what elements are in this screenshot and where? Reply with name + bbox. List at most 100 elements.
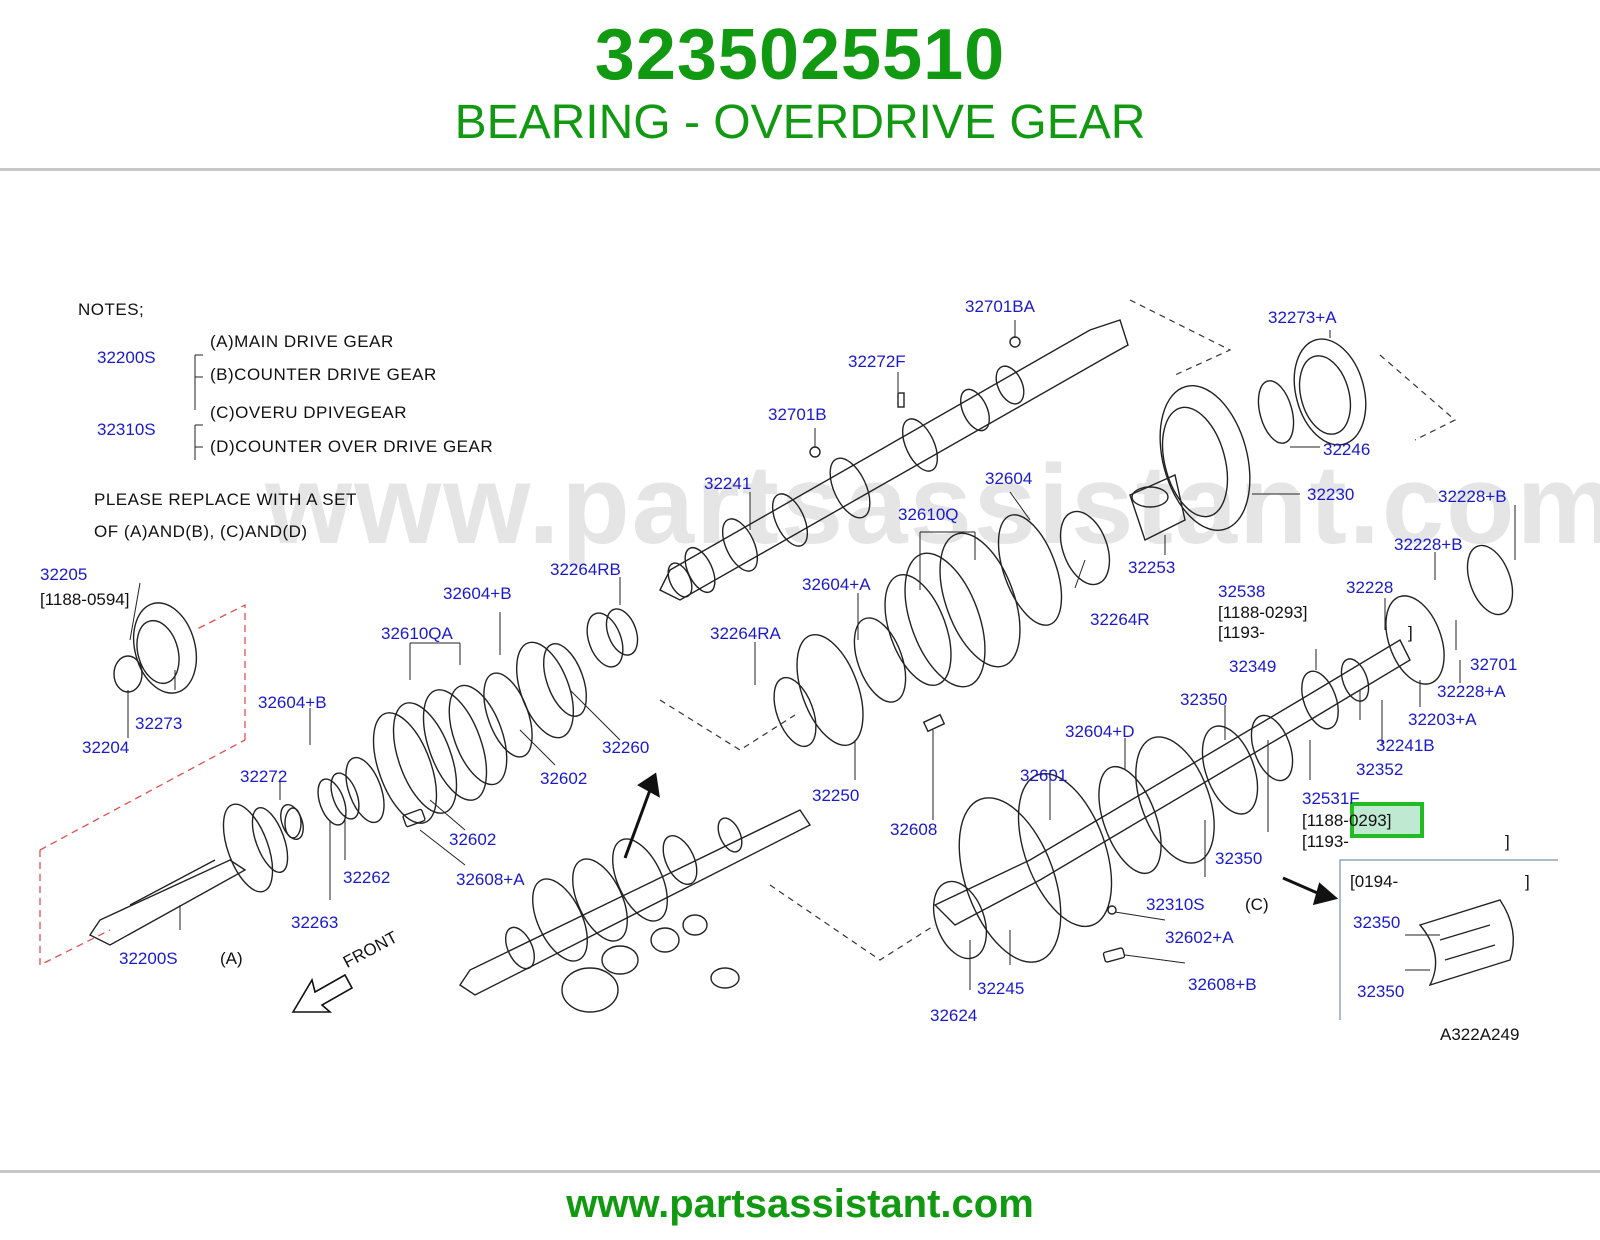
callout-32604b-1[interactable]: 32604+B: [443, 584, 512, 603]
synchronizer-left: [345, 608, 639, 824]
footer-url[interactable]: www.partsassistant.com: [566, 1182, 1034, 1226]
callout-32264ra[interactable]: 32264RA: [710, 624, 781, 643]
counter-shaft: [659, 319, 1129, 601]
callout-32230[interactable]: 32230: [1307, 485, 1355, 504]
notes-group2-c: (C)OVERU DPIVEGEAR: [210, 403, 407, 422]
notes-group2-code[interactable]: 32310S: [97, 420, 156, 439]
callout-32272f[interactable]: 32272F: [848, 352, 906, 371]
callout-32263[interactable]: 32263: [291, 913, 339, 932]
notes-group1-code[interactable]: 32200S: [97, 348, 156, 367]
notes-replace-line2: OF (A)AND(B), (C)AND(D): [94, 522, 308, 541]
notes-replace-line1: PLEASE REPLACE WITH A SET: [94, 490, 357, 509]
overdrive-shaft: [932, 544, 1514, 963]
callout-32250[interactable]: 32250: [812, 786, 860, 805]
callout-32604[interactable]: 32604: [985, 469, 1033, 488]
notes-group1-b: (B)COUNTER DRIVE GEAR: [210, 365, 437, 384]
callout-32608[interactable]: 32608: [890, 820, 938, 839]
callout-32610qa[interactable]: 32610QA: [381, 624, 453, 643]
callout-32228[interactable]: 32228: [1346, 578, 1394, 597]
callout-32246[interactable]: 32246: [1323, 440, 1371, 459]
part-name: BEARING - OVERDRIVE GEAR: [454, 96, 1146, 149]
callout-32602-b[interactable]: 32602: [449, 830, 497, 849]
callout-32203a[interactable]: 32203+A: [1408, 710, 1477, 729]
inset-date-bracket: ]: [1525, 872, 1530, 891]
ball-32701ba: [1009, 336, 1021, 348]
callout-32273[interactable]: 32273: [135, 714, 183, 733]
key-32608: [922, 713, 946, 733]
tag-c: (C): [1245, 895, 1269, 914]
callout-32260[interactable]: 32260: [602, 738, 650, 757]
date-32538-2: [1193-: [1218, 623, 1265, 642]
notes-group1-a: (A)MAIN DRIVE GEAR: [210, 332, 394, 351]
figure-code: A322A249: [1440, 1025, 1520, 1044]
callout-32253[interactable]: 32253: [1128, 558, 1176, 577]
needle-bearing-32272: [284, 807, 302, 839]
callout-32205[interactable]: 32205: [40, 565, 88, 584]
watermark: www.partsassistant.com: [265, 442, 1600, 567]
callout-32349[interactable]: 32349: [1229, 657, 1277, 676]
key-32608b: [1102, 947, 1126, 963]
inset-date: [0194-: [1350, 872, 1399, 891]
callout-32272[interactable]: 32272: [240, 767, 288, 786]
ball-32701b: [809, 446, 821, 458]
callout-32604b-2[interactable]: 32604+B: [258, 693, 327, 712]
callout-32200s[interactable]: 32200S: [119, 949, 178, 968]
callout-32531f[interactable]: 32531F: [1302, 789, 1360, 808]
callout-32350-c[interactable]: 32350: [1353, 913, 1401, 932]
callout-32264r[interactable]: 32264R: [1090, 610, 1150, 629]
assembled-transmission: [459, 809, 812, 1013]
callout-32608b[interactable]: 32608+B: [1188, 975, 1257, 994]
callout-32624[interactable]: 32624: [930, 1006, 978, 1025]
callout-32701b[interactable]: 32701B: [768, 405, 827, 424]
callout-32262[interactable]: 32262: [343, 868, 391, 887]
callout-32602a[interactable]: 32602+A: [1165, 928, 1234, 947]
notes-group2-d: (D)COUNTER OVER DRIVE GEAR: [210, 437, 494, 456]
callout-32350-b[interactable]: 32350: [1215, 849, 1263, 868]
header: 3235025510 BEARING - OVERDRIVE GEAR: [0, 0, 1600, 168]
callout-32245[interactable]: 32245: [977, 979, 1025, 998]
callout-32241[interactable]: 32241: [704, 474, 752, 493]
callout-32604d[interactable]: 32604+D: [1065, 722, 1135, 741]
date-32538-bracket: ]: [1408, 623, 1413, 642]
callout-32602-a[interactable]: 32602: [540, 769, 588, 788]
callout-32228a[interactable]: 32228+A: [1437, 682, 1506, 701]
footer-divider: [0, 1170, 1600, 1173]
main-drive-gear-shaft: [88, 803, 304, 946]
sync-upper: [773, 510, 1111, 748]
inset-bearing-32350: [1418, 899, 1515, 987]
selected-part-highlight: [1350, 802, 1424, 838]
bearing-32205: [113, 602, 198, 694]
callout-32608a[interactable]: 32608+A: [456, 870, 525, 889]
callout-32228b-1[interactable]: 32228+B: [1438, 487, 1507, 506]
snap-ring-32262: [330, 772, 360, 820]
front-arrow-icon: [291, 973, 354, 1013]
callout-32610q[interactable]: 32610Q: [898, 505, 959, 524]
callout-32204[interactable]: 32204: [82, 738, 130, 757]
callout-32601[interactable]: 32601: [1020, 766, 1068, 785]
snap-ring-32263: [317, 778, 347, 826]
notes-title: NOTES;: [78, 300, 145, 319]
spring-32602a: [1107, 905, 1117, 915]
callout-32241b[interactable]: 32241B: [1376, 736, 1435, 755]
callout-32701[interactable]: 32701: [1470, 655, 1518, 674]
pin-32272f: [897, 392, 905, 408]
callout-32228b-2[interactable]: 32228+B: [1394, 535, 1463, 554]
key-32608a: [402, 808, 426, 828]
date-32531f-bracket: ]: [1505, 832, 1510, 851]
date-32531f-1: [1188-0293]: [1302, 811, 1392, 830]
callout-32352[interactable]: 32352: [1356, 760, 1404, 779]
callout-32310s[interactable]: 32310S: [1146, 895, 1205, 914]
tag-a: (A): [220, 949, 243, 968]
callout-32350-a[interactable]: 32350: [1180, 690, 1228, 709]
callout-32538[interactable]: 32538: [1218, 582, 1266, 601]
date-32531f-2: [1193-: [1302, 832, 1349, 851]
gear-32230: [1129, 384, 1251, 541]
callout-32604a[interactable]: 32604+A: [802, 575, 871, 594]
part-number: 3235025510: [594, 15, 1006, 95]
callout-32273a[interactable]: 32273+A: [1268, 308, 1337, 327]
callout-32264rb[interactable]: 32264RB: [550, 560, 621, 579]
callout-32701ba[interactable]: 32701BA: [965, 297, 1035, 316]
bearing-32273a: [1257, 338, 1367, 446]
callout-32350-selected[interactable]: 32350: [1357, 982, 1405, 1001]
